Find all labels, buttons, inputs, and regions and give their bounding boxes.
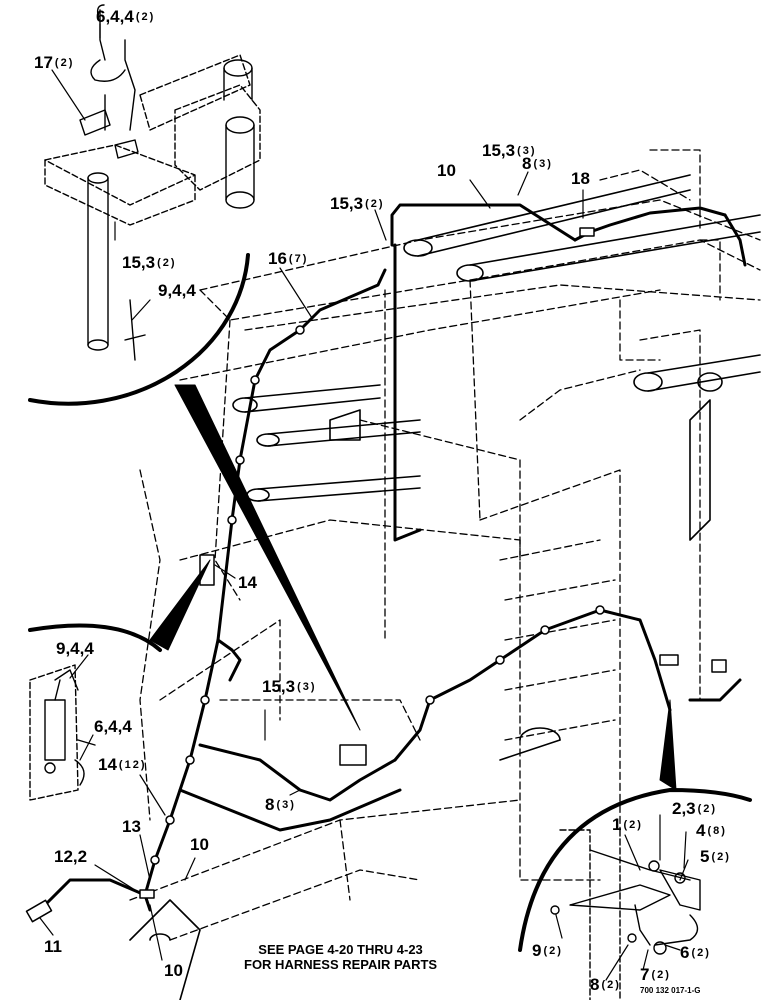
inset-circle-left: [28, 623, 162, 652]
figure-code: 700 132 017-1-G: [640, 986, 701, 995]
roller-and-frame-solids: [129, 174, 761, 1000]
inset-pointer-left: [149, 559, 211, 651]
callout-12-2: 12,2: [54, 847, 88, 866]
callout-17: 17(2): [34, 53, 75, 72]
callout-15-3-mid: 15,3(2): [330, 194, 385, 213]
callout-15-3-lower: 15,3(3): [262, 677, 317, 696]
callout-10-bottom: 10: [164, 961, 183, 980]
note-line-1: SEE PAGE 4-20 THRU 4-23: [258, 942, 423, 957]
callout-10-lower: 10: [190, 835, 209, 854]
callout-1: 1(2): [612, 815, 643, 834]
callout-8-top: 8(3): [522, 154, 553, 173]
callout-6-4-4-top: 6,4,4(2): [96, 7, 156, 26]
harness-repair-note: SEE PAGE 4-20 THRU 4-23 FOR HARNESS REPA…: [244, 942, 437, 972]
callout-11: 11: [44, 937, 62, 956]
callout-9-4-4-left: 9,4,4: [56, 639, 94, 658]
inset-circle-bottom-right: [518, 788, 752, 952]
callout-8-bottom: 8(2): [590, 975, 621, 994]
inset-circle-top-left: [28, 253, 250, 406]
callout-18: 18: [571, 169, 590, 188]
callout-6-4-4-left: 6,4,4: [94, 717, 132, 736]
callout-15-3-right: 15,3(3): [482, 141, 537, 160]
callout-leader-lines: [39, 23, 689, 981]
callout-8-lower: 8(3): [265, 795, 296, 814]
callout-7: 7(2): [640, 965, 671, 984]
callout-9-bottom: 9(2): [532, 941, 563, 960]
inset-sensor-mount: [44, 4, 261, 361]
callout-13: 13: [122, 817, 141, 836]
inset-pointer-top-left: [174, 384, 361, 731]
callout-9-4-4-top: 9,4,4: [158, 281, 196, 300]
callout-14-mid: 14: [238, 573, 257, 592]
inset-pointer-bottom-right: [659, 699, 677, 791]
harness-clips: [25, 227, 727, 923]
callout-15-3-upper-left: 15,3(2): [122, 253, 177, 272]
callout-16: 16(7): [268, 249, 309, 268]
callout-4: 4(8): [696, 821, 727, 840]
inset-switch-assembly: [550, 829, 701, 1000]
baler-frame-outline: [129, 149, 761, 941]
callout-10-top: 10: [437, 161, 456, 180]
callout-2-3: 2,3(2): [672, 799, 718, 818]
wiring-harness-cable: [43, 203, 747, 912]
callout-5: 5(2): [700, 847, 731, 866]
note-line-2: FOR HARNESS REPAIR PARTS: [244, 957, 438, 972]
callout-14-lower: 14(12): [98, 755, 147, 774]
callout-6-bottom: 6(2): [680, 943, 711, 962]
inset-switch-bracket: [29, 664, 96, 801]
